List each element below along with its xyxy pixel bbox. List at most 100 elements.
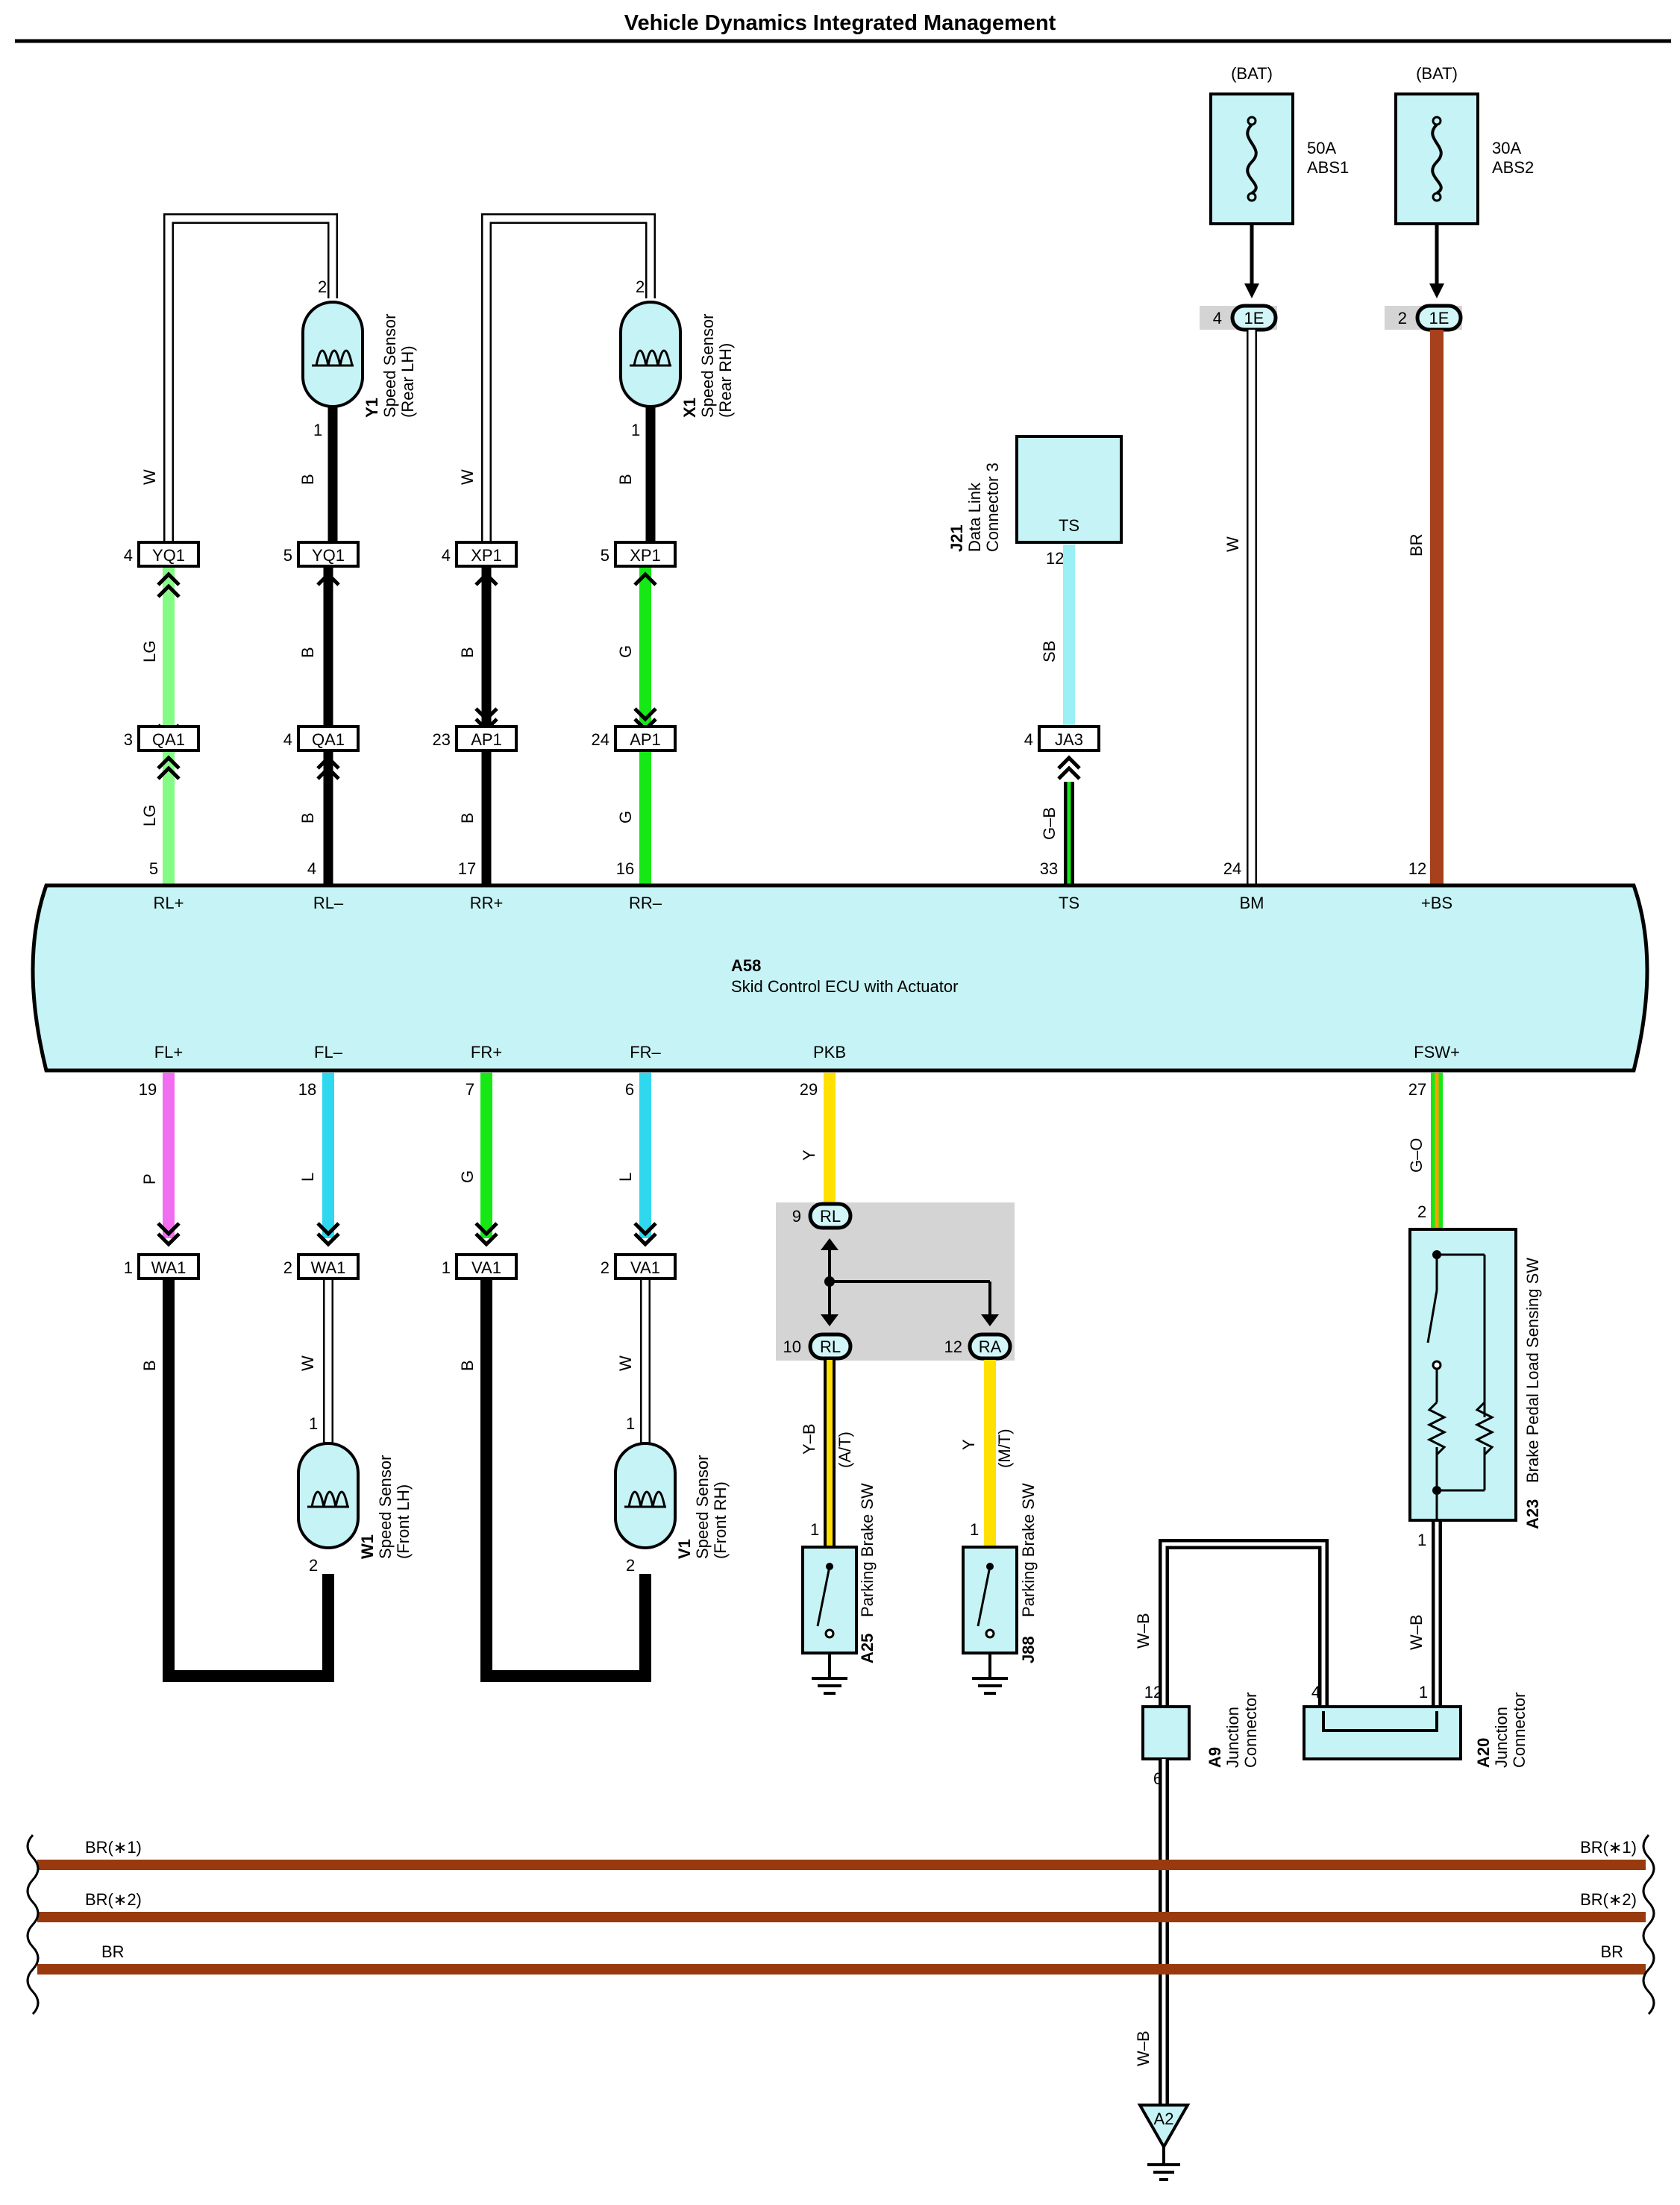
svg-text:16: 16 [616, 859, 634, 878]
svg-text:27: 27 [1408, 1080, 1426, 1099]
svg-text:TS: TS [1059, 894, 1079, 912]
fuse-abs1: (BAT) 50A ABS1 1E 4 [1200, 64, 1349, 332]
svg-text:4: 4 [124, 546, 133, 565]
svg-text:18: 18 [298, 1080, 316, 1099]
svg-text:Speed Sensor: Speed Sensor [376, 1455, 395, 1559]
rear-mid-wire-labels: LG B B G [140, 641, 635, 662]
wire-label-y-b: Y–B [800, 1423, 818, 1455]
front-lh-loop-black [163, 1280, 334, 1682]
svg-text:A58: A58 [731, 956, 761, 975]
svg-text:G: G [616, 645, 635, 658]
svg-text:VA1: VA1 [630, 1258, 660, 1277]
bus-line-2: BR(∗2) BR(∗2) [37, 1890, 1646, 1922]
connector-yq1-5: YQ1 5 [283, 541, 360, 586]
svg-text:7: 7 [466, 1080, 474, 1099]
speed-sensor-front-lh: 1 2 W1 Speed Sensor (Front LH) [297, 1414, 413, 1575]
svg-text:33: 33 [1040, 859, 1058, 878]
svg-text:5: 5 [283, 546, 292, 565]
connector-qa1-3: QA1 3 [124, 724, 200, 780]
connector-wa1-2: WA1 2 [283, 1222, 360, 1280]
svg-text:A25: A25 [858, 1634, 877, 1663]
wire-label-br-bs: BR [1407, 533, 1426, 556]
svg-text:BR(∗1): BR(∗1) [1580, 1838, 1637, 1857]
svg-text:50A: 50A [1307, 139, 1336, 157]
svg-text:JA3: JA3 [1055, 730, 1083, 749]
svg-text:WA1: WA1 [311, 1258, 346, 1277]
svg-text:10: 10 [783, 1337, 801, 1356]
note-mt: (M/T) [995, 1428, 1014, 1468]
svg-text:1E: 1E [1244, 309, 1264, 327]
rear-lh-loop [163, 213, 338, 556]
svg-text:9: 9 [792, 1207, 801, 1226]
svg-text:LG: LG [140, 805, 159, 827]
svg-text:YQ1: YQ1 [312, 546, 345, 565]
wire-label-w-b-a23: W–B [1407, 1614, 1426, 1650]
connector-ap1-23: AP1 23 [433, 707, 518, 752]
svg-text:Speed Sensor: Speed Sensor [380, 314, 399, 418]
svg-text:4: 4 [442, 546, 451, 565]
svg-text:YQ1: YQ1 [152, 546, 185, 565]
ecu-top-pins: 5 4 17 16 33 24 12 [149, 859, 1426, 878]
svg-text:RL–: RL– [313, 894, 344, 912]
svg-text:1: 1 [442, 1258, 451, 1277]
svg-text:+BS: +BS [1421, 894, 1452, 912]
lower-connector-row: QA1 3 QA1 4 AP1 23 AP1 24 JA3 4 [124, 707, 1100, 780]
a23-pin-in: 2 [1417, 1202, 1426, 1221]
svg-text:G: G [458, 1170, 477, 1183]
svg-text:Skid Control ECU with Actuator: Skid Control ECU with Actuator [731, 977, 958, 996]
svg-text:2: 2 [601, 1258, 609, 1277]
speed-sensor-rear-rh: 2 1 X1 Speed Sensor (Rear RH) [619, 277, 735, 439]
svg-text:4: 4 [1024, 730, 1033, 749]
page-title: Vehicle Dynamics Integrated Management [624, 11, 1056, 35]
svg-text:1: 1 [124, 1258, 133, 1277]
svg-text:Junction: Junction [1223, 1707, 1242, 1768]
svg-text:24: 24 [592, 730, 609, 749]
svg-text:W: W [298, 1355, 317, 1371]
svg-text:12: 12 [944, 1337, 962, 1356]
note-at: (A/T) [836, 1431, 854, 1468]
svg-text:(Rear LH): (Rear LH) [398, 345, 417, 418]
svg-text:J21: J21 [947, 524, 966, 552]
data-link-connector-j21: TS 12 J21 Data Link Connector 3 [947, 435, 1123, 568]
svg-text:FL–: FL– [314, 1043, 343, 1061]
connector-ap1-24: AP1 24 [592, 707, 677, 752]
connector-xp1-4: XP1 4 [442, 541, 518, 586]
svg-text:Parking Brake SW: Parking Brake SW [858, 1483, 877, 1617]
svg-text:Speed Sensor: Speed Sensor [698, 314, 717, 418]
svg-text:BR(∗1): BR(∗1) [85, 1838, 142, 1857]
svg-text:Junction: Junction [1492, 1707, 1511, 1768]
svg-text:Connector: Connector [1510, 1692, 1529, 1768]
rear-rh-loop [481, 213, 656, 556]
parking-brake-sw-j88: 1 J88 Parking Brake SW [962, 1483, 1038, 1695]
svg-text:RA: RA [979, 1337, 1002, 1356]
svg-text:4: 4 [1311, 1683, 1320, 1701]
svg-text:30A: 30A [1492, 139, 1521, 157]
svg-text:4: 4 [283, 730, 292, 749]
svg-text:B: B [458, 647, 477, 658]
svg-text:1: 1 [313, 421, 322, 439]
svg-text:2: 2 [1398, 309, 1407, 327]
svg-text:BR(∗2): BR(∗2) [1580, 1890, 1637, 1909]
speed-sensor-front-rh: 1 2 V1 Speed Sensor (Front RH) [614, 1414, 730, 1575]
svg-text:RL+: RL+ [154, 894, 184, 912]
svg-text:B: B [298, 647, 317, 658]
svg-text:1: 1 [309, 1414, 318, 1433]
wire-label-sb: SB [1040, 641, 1059, 662]
junction-connector-a9: 12 6 A9 Junction Connector [1141, 1683, 1260, 1788]
svg-text:1: 1 [631, 421, 640, 439]
speed-sensor-rear-lh: 2 1 Y1 Speed Sensor (Rear LH) [301, 277, 417, 439]
front-connector-row: WA1 1 WA1 2 VA1 1 VA1 2 [124, 1222, 677, 1280]
svg-text:WA1: WA1 [151, 1258, 187, 1277]
svg-text:Y1: Y1 [363, 398, 381, 418]
svg-text:BR(∗2): BR(∗2) [85, 1890, 142, 1909]
svg-text:2: 2 [626, 1556, 635, 1575]
svg-text:RL: RL [820, 1337, 841, 1356]
svg-text:2: 2 [309, 1556, 318, 1575]
svg-text:FR+: FR+ [471, 1043, 502, 1061]
svg-text:BM: BM [1240, 894, 1264, 912]
svg-text:2: 2 [636, 277, 645, 296]
svg-text:J88: J88 [1019, 1636, 1038, 1663]
bus-line-3: BR BR [37, 1942, 1646, 1975]
wire-label-g-b: G–B [1040, 807, 1059, 840]
